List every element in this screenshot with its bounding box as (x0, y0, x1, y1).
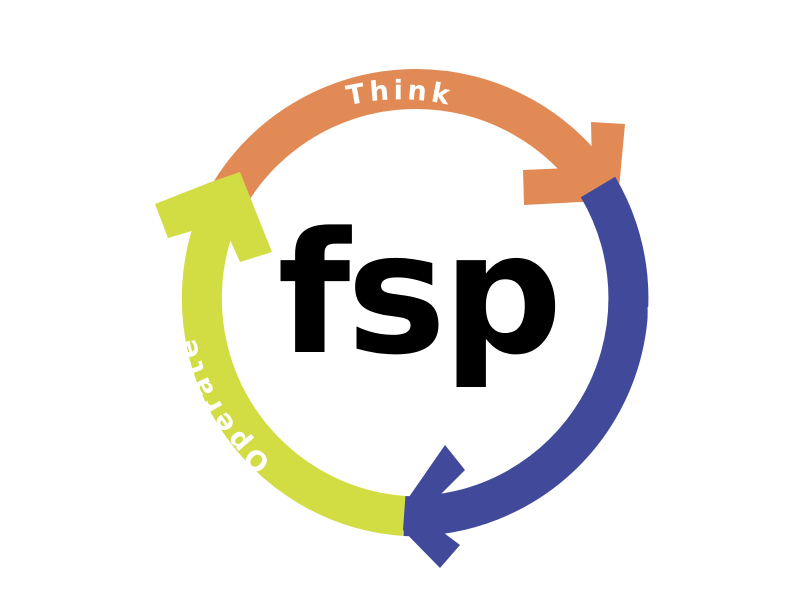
think-arc (208, 68, 615, 210)
build-arrowhead (393, 445, 465, 568)
operate-arc (181, 185, 406, 536)
build-segment (393, 176, 649, 568)
think-arrowhead (523, 122, 625, 205)
think-label-text: Think (344, 75, 456, 112)
think-segment (208, 68, 625, 210)
operate-segment (155, 172, 406, 536)
operate-arrowhead (155, 172, 272, 262)
build-arc (403, 176, 649, 537)
fsp-logo-text: fsp (277, 196, 558, 392)
think-label: Think (344, 75, 452, 112)
